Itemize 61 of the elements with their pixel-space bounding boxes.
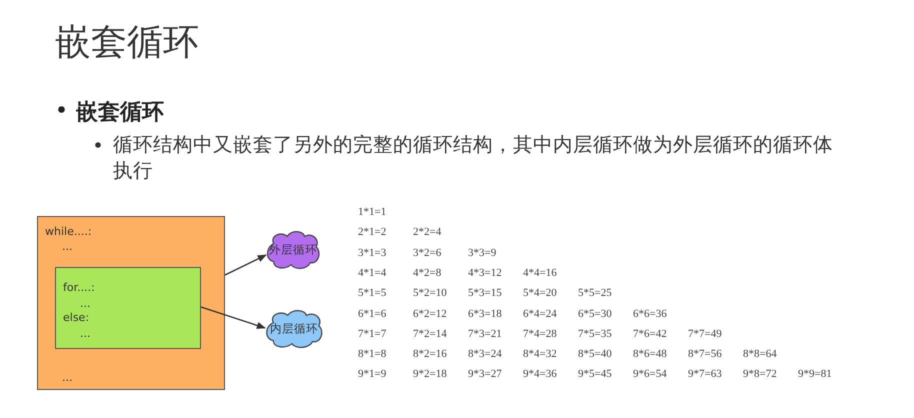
table-cell: 8*5=40 — [578, 349, 612, 360]
arrow — [200, 306, 266, 329]
table-cell: 5*4=20 — [523, 288, 557, 300]
table-cell: 8*2=16 — [413, 349, 447, 360]
table-cell: 7*3=21 — [468, 328, 502, 340]
table-cell: 8*1=8 — [358, 349, 386, 360]
table-cell: 9*5=45 — [578, 369, 612, 380]
code-text: ... — [62, 372, 72, 383]
arrow — [224, 254, 267, 276]
table-cell: 6*4=24 — [523, 308, 557, 320]
code-text: for....: — [63, 282, 95, 293]
inner-loop-box — [55, 267, 201, 349]
code-text: while....: — [45, 226, 92, 237]
table-cell: 4*3=12 — [468, 268, 502, 279]
table-cell: 2*1=2 — [358, 227, 386, 238]
slide-title: 嵌套循环 — [55, 21, 199, 65]
code-text: else: — [63, 312, 90, 323]
table-cell: 6*5=30 — [578, 308, 612, 320]
table-cell: 4*1=4 — [358, 268, 386, 279]
table-cell: 9*1=9 — [358, 369, 386, 380]
table-cell: 6*2=12 — [413, 308, 447, 320]
table-cell: 3*1=3 — [358, 248, 386, 259]
code-text: ... — [62, 241, 72, 252]
table-cell: 9*2=18 — [413, 369, 447, 380]
table-cell: 6*3=18 — [468, 308, 502, 320]
outer-loop-box — [37, 216, 225, 390]
bullet-text: 循环结构中又嵌套了另外的完整的循环结构，其中内层循环做为外层循环的循环体执行 — [113, 132, 834, 184]
table-cell: 5*5=25 — [578, 288, 612, 300]
table-cell: 6*1=6 — [358, 308, 386, 320]
table-cell: 2*2=4 — [413, 227, 442, 238]
table-cell: 1*1=1 — [358, 207, 386, 218]
table-cell: 8*3=24 — [468, 349, 502, 360]
table-cell: 6*6=36 — [633, 308, 667, 320]
code-text: ... — [80, 328, 90, 339]
table-cell: 8*4=32 — [523, 349, 557, 360]
table-cell: 9*4=36 — [523, 369, 557, 380]
table-cell: 7*4=28 — [523, 328, 557, 340]
cloud-label: 外层循环 — [269, 244, 317, 256]
code-text: ... — [80, 298, 90, 309]
table-cell: 5*1=5 — [358, 288, 386, 300]
table-cell: 8*7=56 — [688, 349, 722, 360]
table-cell: 9*8=72 — [743, 369, 777, 380]
table-cell: 9*6=54 — [633, 369, 667, 380]
table-cell: 3*2=6 — [413, 248, 442, 259]
table-cell: 5*2=10 — [413, 288, 447, 300]
table-cell: 7*7=49 — [688, 328, 722, 340]
table-cell: 7*2=14 — [413, 328, 447, 340]
table-cell: 4*4=16 — [523, 268, 557, 279]
table-cell: 7*6=42 — [633, 328, 667, 340]
bullet-heading: 嵌套循环 — [76, 99, 164, 127]
table-cell: 7*5=35 — [578, 328, 612, 340]
table-cell: 5*3=15 — [468, 288, 502, 300]
table-cell: 9*7=63 — [688, 369, 722, 380]
table-cell: 3*3=9 — [468, 248, 496, 259]
table-cell: 4*2=8 — [413, 268, 442, 279]
table-cell: 9*9=81 — [798, 369, 832, 380]
table-cell: 9*3=27 — [468, 369, 502, 380]
table-cell: 7*1=7 — [358, 328, 386, 340]
cloud-label: 内层循环 — [270, 323, 318, 335]
table-cell: 8*8=64 — [743, 349, 777, 360]
table-cell: 8*6=48 — [633, 349, 667, 360]
